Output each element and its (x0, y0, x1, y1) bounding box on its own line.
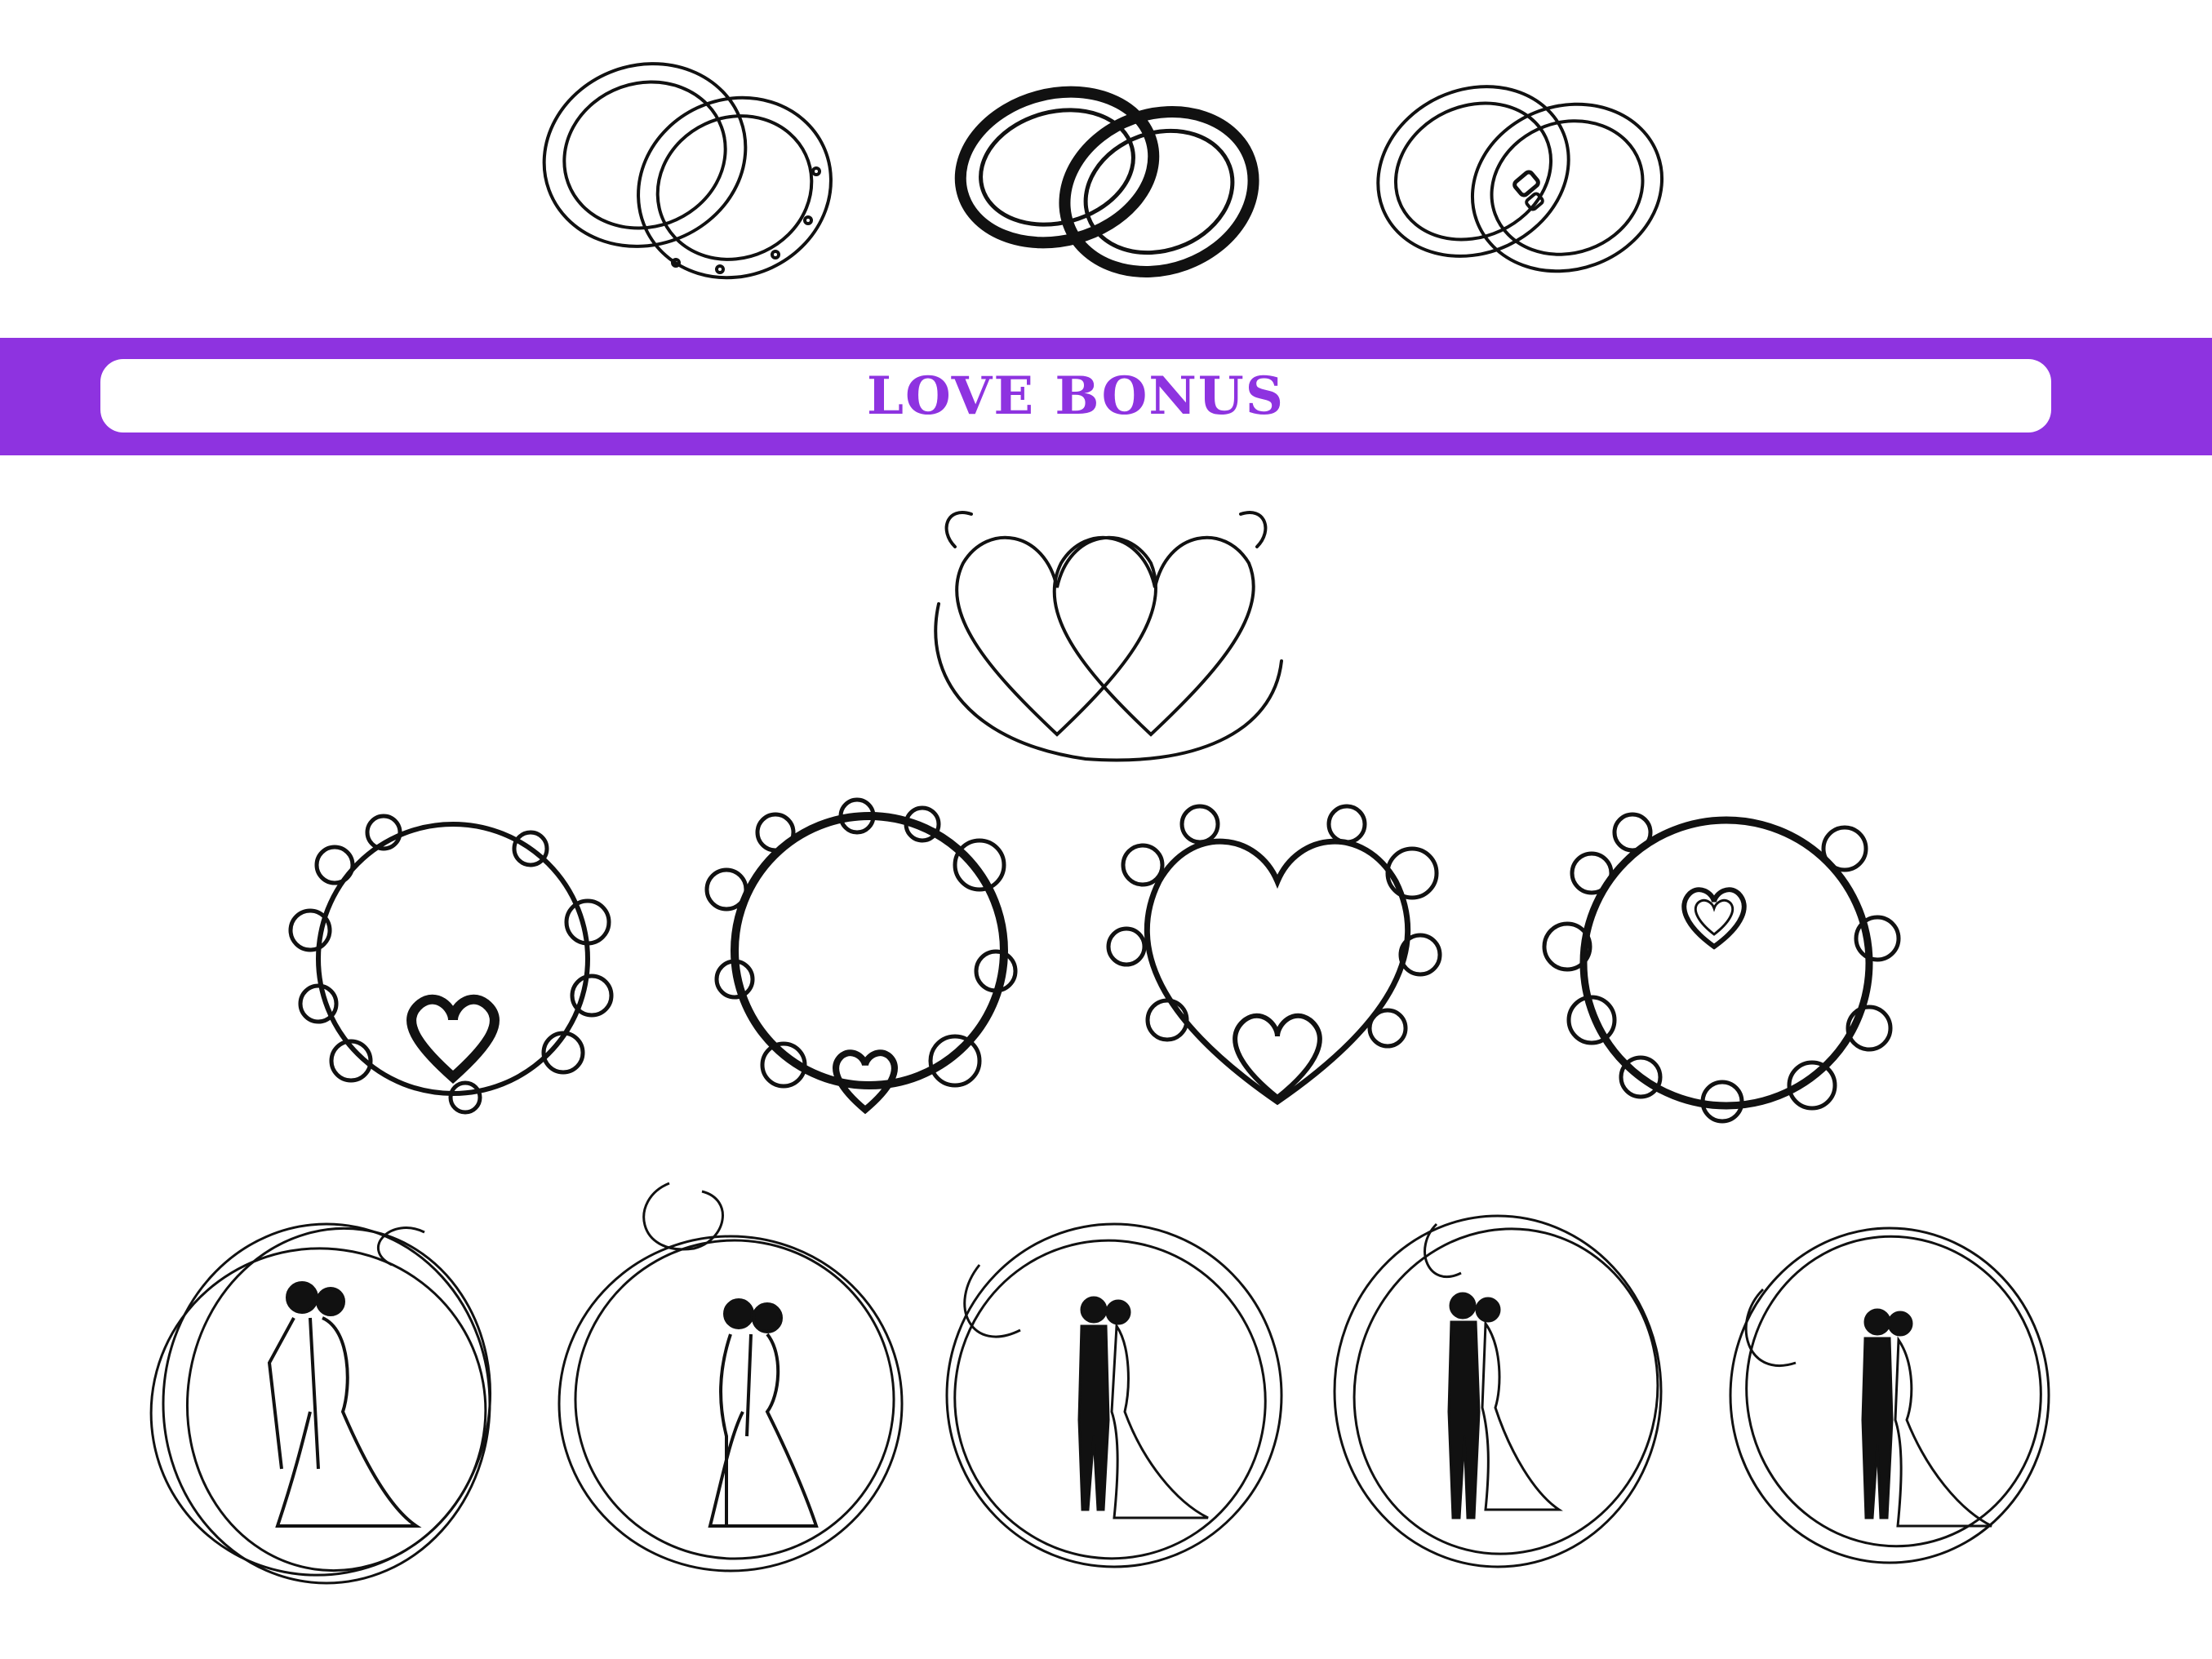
couple-embrace-circle-2-icon (547, 1167, 914, 1575)
wedding-rings-outline-icon (531, 41, 857, 294)
floral-wreath-heart-bottom-icon (261, 783, 645, 1134)
wedding-rings-bold-icon (943, 57, 1269, 294)
wedding-rings-gem-icon (1359, 57, 1686, 294)
couple-embrace-circle-5-icon (1714, 1200, 2065, 1575)
couple-embrace-circle-1-icon (147, 1200, 514, 1591)
floral-wreath-small-heart-icon (686, 783, 1053, 1134)
couple-embrace-circle-4-icon (1322, 1191, 1690, 1575)
floral-wreath-heart-center-icon (1518, 783, 1926, 1134)
couple-embrace-circle-3-icon (931, 1208, 1290, 1575)
banner-pill: LOVE BONUS (100, 359, 2051, 432)
double-hearts-icon (922, 498, 1290, 775)
floral-heart-wreath-icon (1077, 783, 1477, 1126)
banner-title: LOVE BONUS (867, 365, 1285, 427)
